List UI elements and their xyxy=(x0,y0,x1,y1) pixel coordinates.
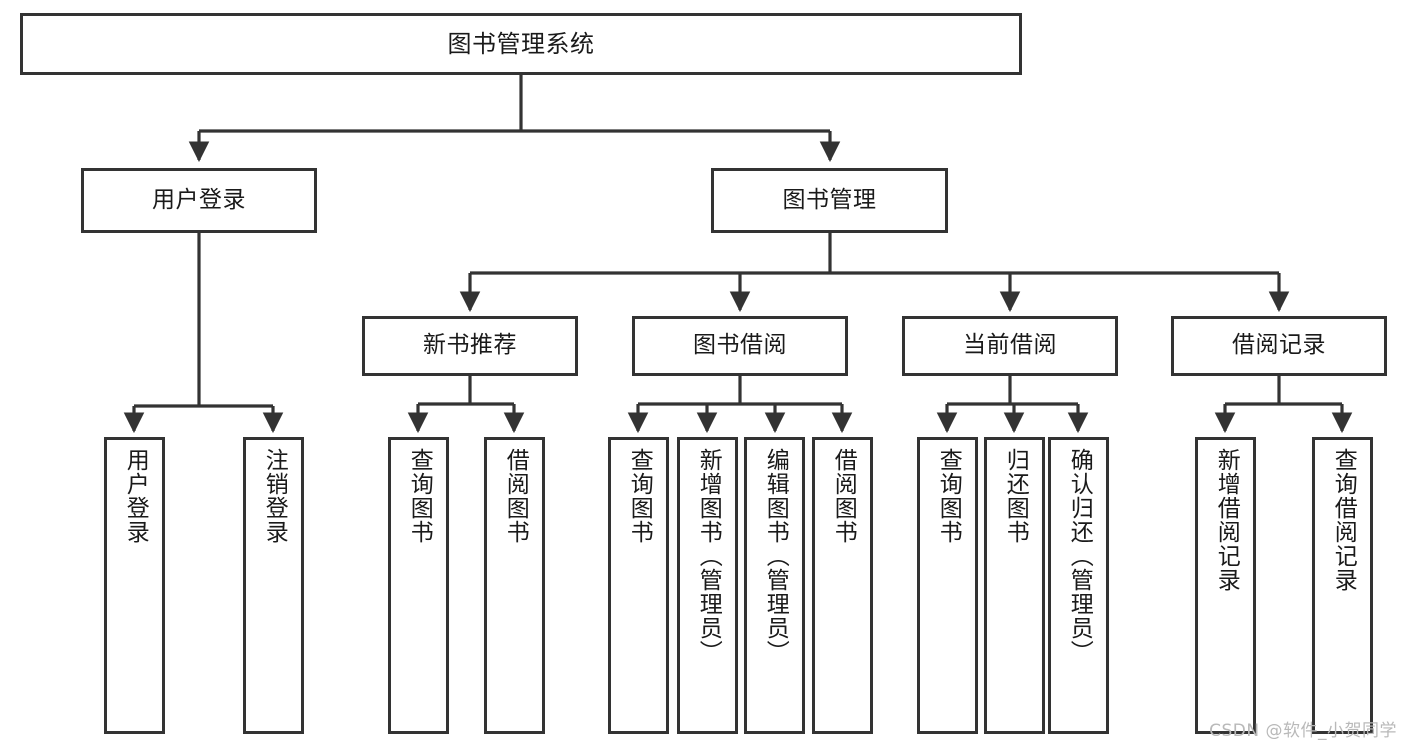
node-label: 查询图书 xyxy=(935,448,962,544)
node-book-manage[interactable]: 图书管理 xyxy=(711,168,948,233)
watermark: CSDN @软件_小贺同学 xyxy=(1209,721,1397,741)
node-label: 图书管理系统 xyxy=(447,29,595,58)
node-label: 借阅图书 xyxy=(830,448,857,544)
node-label: 新增借阅记录 xyxy=(1213,448,1240,592)
node-current-borrow[interactable]: 当前借阅 xyxy=(902,316,1118,376)
node-label: 新书推荐 xyxy=(423,332,517,359)
leaf-return-book[interactable]: 归还图书 xyxy=(984,437,1045,734)
node-label: 用户登录 xyxy=(152,186,246,213)
node-user-login[interactable]: 用户登录 xyxy=(81,168,317,233)
node-label: 借阅图书 xyxy=(502,448,529,544)
leaf-query-book-current[interactable]: 查询图书 xyxy=(917,437,978,734)
node-label: 借阅记录 xyxy=(1232,332,1326,359)
leaf-add-book[interactable]: 新增图书（管理员） xyxy=(677,437,738,734)
node-borrow-record[interactable]: 借阅记录 xyxy=(1171,316,1387,376)
leaf-logout[interactable]: 注销登录 xyxy=(243,437,304,734)
leaf-borrow-book[interactable]: 借阅图书 xyxy=(812,437,873,734)
node-label: 确认归还（管理员） xyxy=(1066,448,1093,664)
node-label: 编辑图书（管理员） xyxy=(762,448,789,664)
leaf-borrow-book-recommend[interactable]: 借阅图书 xyxy=(484,437,545,734)
node-label: 查询图书 xyxy=(626,448,653,544)
node-label: 归还图书 xyxy=(1002,448,1029,544)
node-root-system[interactable]: 图书管理系统 xyxy=(20,13,1022,75)
node-label: 用户登录 xyxy=(122,448,149,544)
node-new-book-recommend[interactable]: 新书推荐 xyxy=(362,316,578,376)
node-label: 注销登录 xyxy=(261,448,288,544)
leaf-query-book-recommend[interactable]: 查询图书 xyxy=(388,437,449,734)
node-book-borrow[interactable]: 图书借阅 xyxy=(632,316,848,376)
node-label: 图书管理 xyxy=(782,186,877,213)
leaf-add-borrow-record[interactable]: 新增借阅记录 xyxy=(1195,437,1256,734)
leaf-query-book-borrow[interactable]: 查询图书 xyxy=(608,437,669,734)
node-label: 当前借阅 xyxy=(963,332,1057,359)
leaf-edit-book[interactable]: 编辑图书（管理员） xyxy=(744,437,805,734)
leaf-user-login[interactable]: 用户登录 xyxy=(104,437,165,734)
node-label: 查询借阅记录 xyxy=(1330,448,1357,592)
leaf-confirm-return[interactable]: 确认归还（管理员） xyxy=(1048,437,1109,734)
node-label: 查询图书 xyxy=(406,448,433,544)
node-label: 新增图书（管理员） xyxy=(695,448,722,664)
leaf-query-borrow-record[interactable]: 查询借阅记录 xyxy=(1312,437,1373,734)
node-label: 图书借阅 xyxy=(693,332,787,359)
